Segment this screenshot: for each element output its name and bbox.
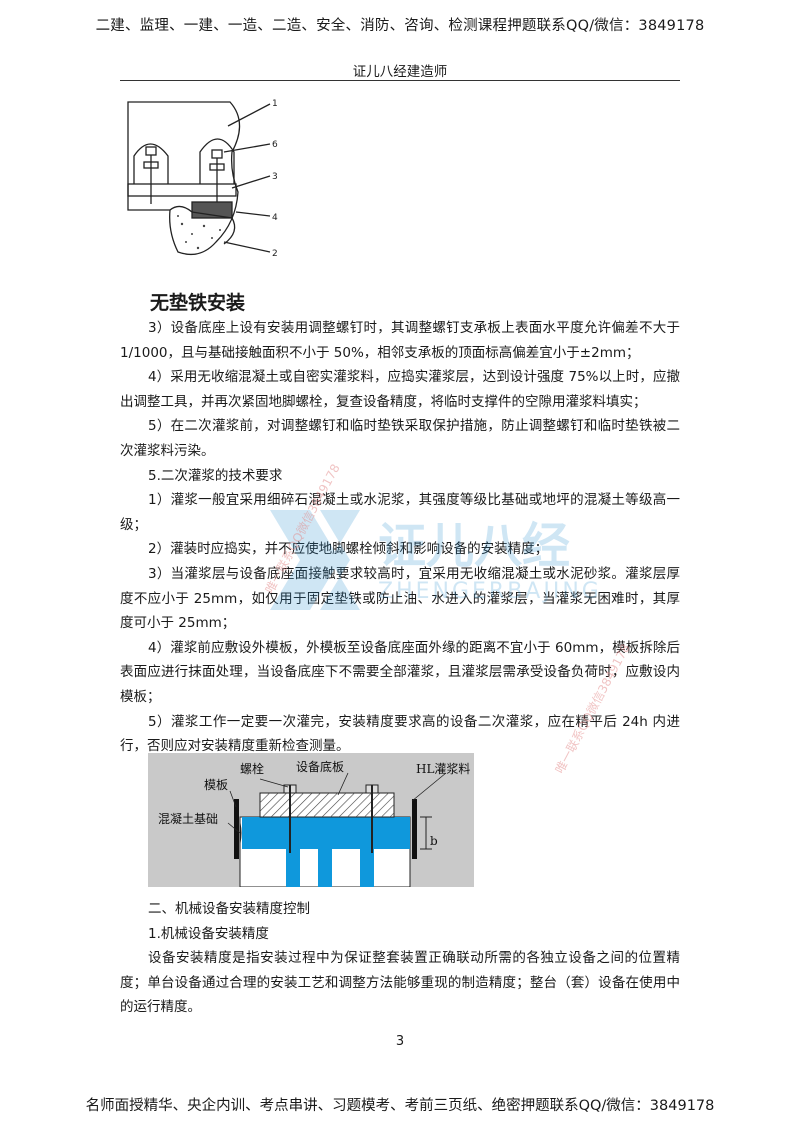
- figure-adjusting-screw-diagram: 1 6 3 4 2: [127, 99, 278, 259]
- paragraph: 3）设备底座上设有安装用调整螺钉时，其调整螺钉支承板上表面水平度允许偏差不大于 …: [120, 320, 680, 361]
- figure1-callout: 4: [272, 213, 278, 223]
- body-paragraphs: 3）设备底座上设有安装用调整螺钉时，其调整螺钉支承板上表面水平度允许偏差不大于 …: [120, 316, 680, 759]
- paragraph: 4）采用无收缩混凝土或自密实灌浆料，应捣实灌浆层，达到设计强度 75%以上时，应…: [120, 369, 680, 410]
- paragraph: 2）灌装时应捣实，并不应使地脚螺栓倾斜和影响设备的安装精度；: [148, 541, 549, 558]
- formwork-right: [412, 799, 417, 859]
- label-hl-grout: HL灌浆料: [416, 761, 470, 776]
- grout-layer: [242, 817, 410, 849]
- figure1-callout: 2: [272, 249, 278, 259]
- paragraph: 二、机械设备安装精度控制: [148, 901, 310, 917]
- label-bolt: 螺栓: [240, 761, 264, 776]
- paragraph: 1.机械设备安装精度: [148, 925, 269, 942]
- equipment-base-plate: [260, 793, 394, 817]
- body-paragraphs-2: 二、机械设备安装精度控制 1.机械设备安装精度 设备安装精度是指安装过程中为保证…: [120, 897, 680, 1020]
- page-number: 3: [395, 1034, 405, 1049]
- formwork-left: [234, 799, 239, 859]
- header-subtitle: 证儿八经建造师: [352, 64, 448, 80]
- header-banner: 二建、监理、一建、一造、二造、安全、消防、咨询、检测课程押题联系QQ/微信：38…: [95, 18, 705, 34]
- section-title: 无垫铁安装: [150, 292, 246, 314]
- header-divider: [120, 80, 680, 81]
- label-dimension-b: b: [430, 834, 438, 848]
- paragraph: 5）灌浆工作一定要一次灌完，安装精度要求高的设备二次灌浆，应在精平后 24h 内…: [120, 713, 680, 755]
- label-equipment-base: 设备底板: [296, 759, 344, 774]
- figure1-callout: 6: [272, 140, 278, 150]
- footer-banner: 名师面授精华、央企内训、考点串讲、习题模考、考前三页纸、绝密押题联系QQ/微信：…: [85, 1098, 715, 1114]
- label-concrete-foundation: 混凝土基础: [158, 811, 218, 826]
- figure-grouting-diagram: 螺栓 设备底板 HL灌浆料 模板 混凝土基础 b: [148, 753, 474, 887]
- paragraph: 3）当灌浆层与设备底座面接触要求较高时，宜采用无收缩混凝土或水泥砂浆。灌浆层厚度…: [120, 565, 680, 632]
- figure1-callout: 3: [272, 172, 278, 182]
- paragraph: 5.二次灌浆的技术要求: [148, 467, 283, 484]
- label-formwork: 模板: [204, 778, 228, 792]
- paragraph: 4）灌浆前应敷设外模板，外模板至设备底座面外缘的距离不宜小于 60mm，模板拆除…: [120, 639, 680, 705]
- paragraph: 设备安装精度是指安装过程中为保证整套装置正确联动所需的各独立设备之间的位置精度；…: [120, 950, 680, 1016]
- paragraph: 1）灌浆一般宜采用细碎石混凝土或水泥浆，其强度等级比基础或地坪的混凝土等级高一级…: [120, 492, 680, 533]
- paragraph: 5）在二次灌浆前，对调整螺钉和临时垫铁采取保护措施，防止调整螺钉和临时垫铁被二次…: [120, 418, 680, 459]
- figure1-callout: 1: [272, 99, 278, 109]
